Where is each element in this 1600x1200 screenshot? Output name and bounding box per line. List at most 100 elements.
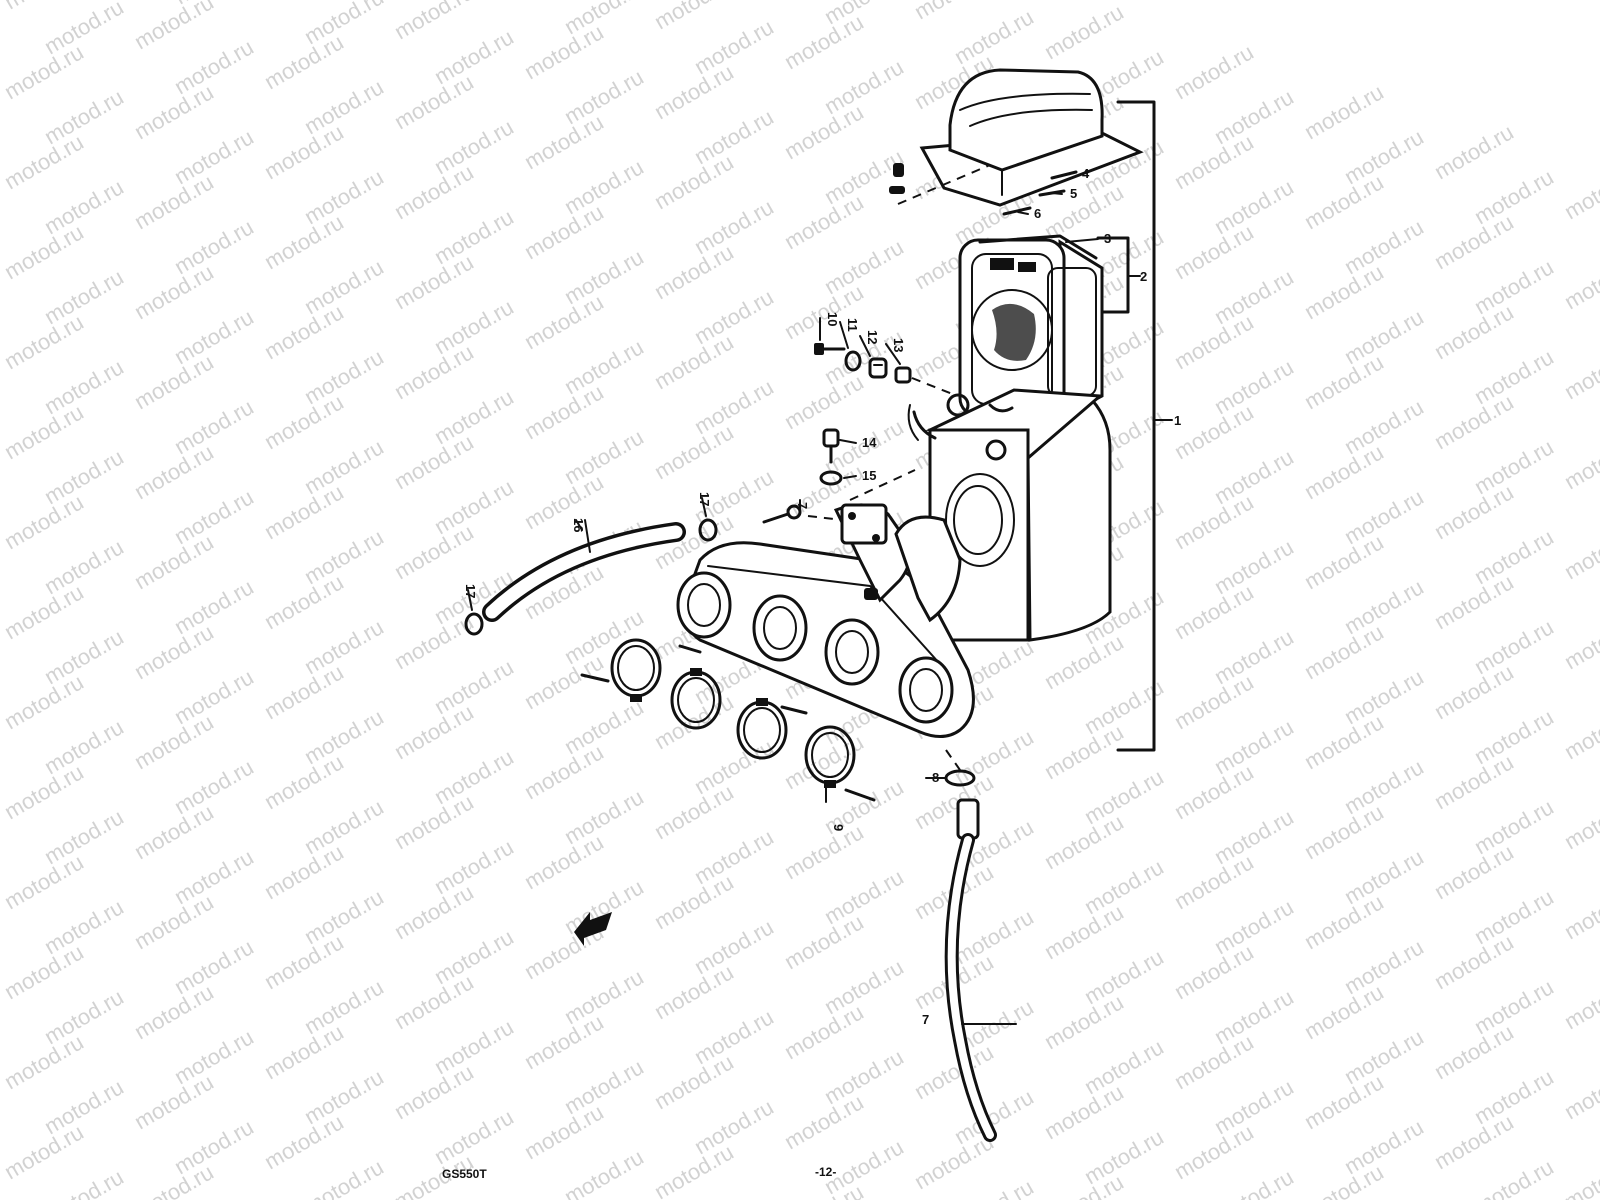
watermark-text: motod.ru: [520, 289, 608, 354]
watermark-text: motod.ru: [1560, 1149, 1600, 1200]
callout-17b: 17: [463, 584, 478, 598]
watermark-text: motod.ru: [820, 144, 908, 209]
watermark-text: motod.ru: [780, 999, 868, 1064]
watermark-text: motod.ru: [1170, 669, 1258, 734]
watermark-text: motod.ru: [690, 1094, 778, 1159]
watermark-text: motod.ru: [1170, 939, 1258, 1004]
watermark-text: motod.ru: [0, 759, 88, 824]
watermark-text: motod.ru: [560, 1144, 648, 1200]
watermark-text: motod.ru: [1430, 119, 1518, 184]
watermark-text: motod.ru: [520, 649, 608, 714]
watermark-text: motod.ru: [40, 354, 128, 419]
watermark-text: motod.ru: [300, 614, 388, 679]
watermark-text: motod.ru: [170, 934, 258, 999]
watermark-text: motod.ru: [130, 709, 218, 774]
watermark-text: motod.ru: [390, 429, 478, 494]
watermark-text: motod.ru: [650, 419, 738, 484]
callout-leader: [839, 321, 849, 349]
watermark-text: motod.ru: [1300, 889, 1388, 954]
watermark-text: motod.ru: [1040, 719, 1128, 784]
watermark-text: motod.ru: [260, 119, 348, 184]
watermark-text: motod.ru: [1340, 1114, 1428, 1179]
watermark-text: motod.ru: [40, 1164, 128, 1200]
watermark-text: motod.ru: [1430, 569, 1518, 634]
watermark-text: motod.ru: [430, 384, 518, 449]
watermark-text: motod.ru: [0, 579, 88, 644]
watermark-text: motod.ru: [1430, 479, 1518, 544]
watermark-text: motod.ru: [1560, 1059, 1600, 1124]
watermark-text: motod.ru: [300, 74, 388, 139]
watermark-text: motod.ru: [1080, 764, 1168, 829]
watermark-text: motod.ru: [1560, 699, 1600, 764]
callout-7b: 7: [795, 502, 810, 509]
watermark-text: motod.ru: [0, 0, 88, 14]
watermark-text: motod.ru: [1300, 349, 1388, 414]
watermark-text: motod.ru: [1340, 214, 1428, 279]
watermark-text: motod.ru: [690, 104, 778, 169]
watermark-text: motod.ru: [260, 0, 348, 4]
watermark-text: motod.ru: [1210, 804, 1298, 869]
watermark-text: motod.ru: [950, 724, 1038, 789]
bolt-14: [822, 428, 840, 464]
watermark-text: motod.ru: [1300, 529, 1388, 594]
callout-12: 12: [865, 330, 880, 344]
watermark-text: motod.ru: [1430, 659, 1518, 724]
watermark-text: motod.ru: [1210, 534, 1298, 599]
watermark-text: motod.ru: [1300, 979, 1388, 1044]
drain-hose: [944, 798, 997, 1142]
watermark-text: motod.ru: [1210, 624, 1298, 689]
watermark-text: motod.ru: [260, 479, 348, 544]
watermark-text: motod.ru: [910, 1039, 998, 1104]
watermark-text: motod.ru: [1430, 209, 1518, 274]
callout-14: 14: [862, 435, 877, 450]
watermark-text: motod.ru: [1170, 1119, 1258, 1184]
watermark-text: motod.ru: [130, 889, 218, 954]
watermark-text: motod.ru: [390, 879, 478, 944]
watermark-text: motod.ru: [1080, 944, 1168, 1009]
watermark-text: motod.ru: [430, 204, 518, 269]
watermark-text: motod.ru: [260, 209, 348, 274]
watermark-text: motod.ru: [520, 109, 608, 174]
watermark-text: motod.ru: [1300, 439, 1388, 504]
callout-17a: 17: [697, 492, 712, 506]
callout-leader: [1059, 173, 1071, 177]
watermark-text: motod.ru: [1170, 849, 1258, 914]
watermark-text: motod.ru: [1300, 619, 1388, 684]
watermark-text: motod.ru: [1470, 884, 1558, 949]
watermark-text: motod.ru: [300, 974, 388, 1039]
watermark-text: motod.ru: [260, 299, 348, 364]
watermark-text: motod.ru: [1210, 1164, 1298, 1200]
watermark-text: motod.ru: [300, 524, 388, 589]
watermark-text: motod.ru: [170, 664, 258, 729]
watermark-text: motod.ru: [1210, 1074, 1298, 1139]
watermark-text: motod.ru: [40, 534, 128, 599]
watermark-text: motod.ru: [390, 519, 478, 584]
watermark-text: motod.ru: [430, 654, 518, 719]
watermark-text: motod.ru: [650, 59, 738, 124]
watermark-text: motod.ru: [300, 344, 388, 409]
watermark-text: motod.ru: [1430, 929, 1518, 994]
watermark-text: motod.ru: [1340, 484, 1428, 549]
watermark-text: motod.ru: [170, 214, 258, 279]
watermark-text: motod.ru: [130, 529, 218, 594]
watermark-text: motod.ru: [1210, 444, 1298, 509]
watermark-text: motod.ru: [430, 834, 518, 899]
watermark-text: motod.ru: [300, 1154, 388, 1200]
watermark-text: motod.ru: [0, 489, 88, 554]
cover-screw: [889, 163, 991, 205]
watermark-text: motod.ru: [130, 439, 218, 504]
watermark-text: motod.ru: [560, 694, 648, 759]
watermark-text: motod.ru: [560, 244, 648, 309]
watermark-text: motod.ru: [820, 954, 908, 1019]
watermark-text: motod.ru: [520, 739, 608, 804]
watermark-text: motod.ru: [650, 149, 738, 214]
callout-leader: [1017, 211, 1029, 215]
watermark-text: motod.ru: [1170, 399, 1258, 464]
watermark-text: motod.ru: [1470, 1154, 1558, 1200]
watermark-text: motod.ru: [260, 929, 348, 994]
watermark-text: motod.ru: [520, 1009, 608, 1074]
watermark-text: motod.ru: [260, 659, 348, 724]
watermark-text: motod.ru: [260, 569, 348, 634]
callout-leader: [1051, 192, 1063, 195]
